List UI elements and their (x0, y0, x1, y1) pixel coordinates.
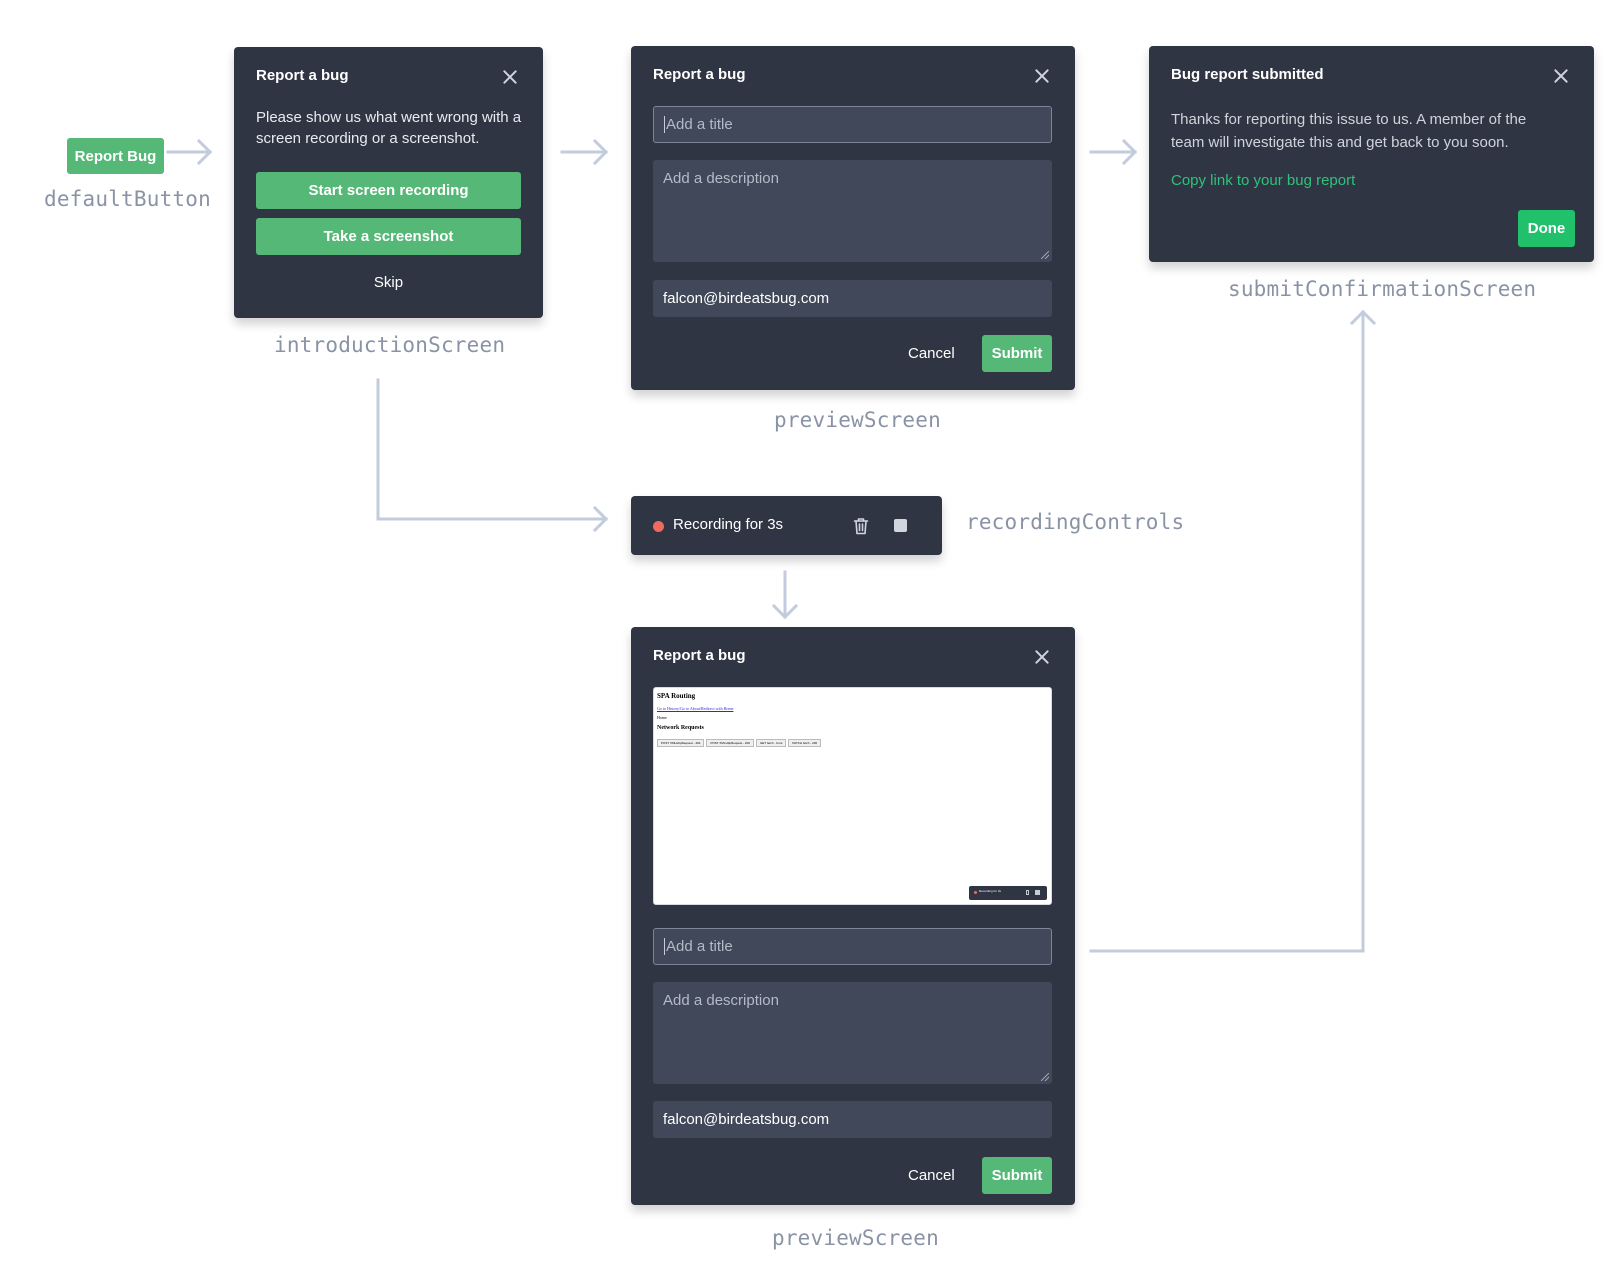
email-value: falcon@birdeatsbug.com (663, 290, 830, 307)
email-field[interactable]: falcon@birdeatsbug.com (653, 280, 1052, 317)
close-icon[interactable] (1553, 68, 1569, 84)
resize-handle-icon[interactable] (1041, 251, 1049, 259)
description-placeholder: Add a description (663, 170, 779, 187)
mini-recording-label: Recording for 3s (979, 889, 1002, 893)
preview-title: Report a bug (653, 647, 746, 664)
submit-button[interactable]: Submit (982, 1157, 1052, 1194)
email-value: falcon@birdeatsbug.com (663, 1111, 830, 1128)
cancel-button[interactable]: Cancel (908, 345, 955, 362)
title-placeholder: Add a title (666, 116, 733, 133)
screenshot-button: POST XMLHttpRequest - 404 (657, 739, 705, 747)
description-textarea[interactable]: Add a description (653, 982, 1052, 1084)
title-placeholder: Add a title (666, 938, 733, 955)
recording-label: Recording for 3s (673, 516, 784, 533)
report-bug-button[interactable]: Report Bug (67, 138, 164, 174)
take-screenshot-button[interactable]: Take a screenshot (256, 218, 521, 255)
recording-dot-icon (653, 521, 664, 532)
submit-confirmation-screen: Bug report submitted Thanks for reportin… (1149, 46, 1594, 262)
resize-handle-icon[interactable] (1041, 1073, 1049, 1081)
confirmation-title: Bug report submitted (1171, 66, 1324, 83)
screenshot-heading-network: Network Requests (657, 725, 704, 731)
recording-controls-caption: recordingControls (966, 510, 1185, 534)
copy-link[interactable]: Copy link to your bug report (1171, 172, 1356, 189)
screenshot-button: GET fetch - Cors (755, 739, 787, 747)
mini-recording-dot-icon (974, 891, 977, 894)
title-input[interactable]: Add a title (653, 928, 1052, 965)
stop-icon[interactable] (894, 519, 907, 532)
preview-screen-bottom: Report a bug SPA Routing Go to History/G… (631, 627, 1075, 1205)
close-icon[interactable] (502, 69, 518, 85)
screenshot-heading-spa: SPA Routing (657, 692, 696, 700)
mini-trash-icon (1026, 890, 1029, 895)
trash-icon[interactable] (853, 517, 869, 535)
screenshot-request-buttons: POST XMLHttpRequest - 404 POST XMLHttpRe… (657, 739, 822, 747)
screenshot-preview: SPA Routing Go to History/Go to About/Re… (653, 687, 1052, 905)
preview-title: Report a bug (653, 66, 746, 83)
screenshot-button: POST XMLHttpRequest - 200 (706, 739, 754, 747)
introduction-screen-caption: introductionScreen (274, 333, 506, 357)
close-icon[interactable] (1034, 68, 1050, 84)
recording-controls: Recording for 3s (631, 496, 942, 555)
screenshot-button: PATCH fetch - 200 (788, 739, 822, 747)
description-placeholder: Add a description (663, 992, 779, 1009)
intro-title: Report a bug (256, 67, 349, 84)
intro-description: Please show us what went wrong with a sc… (256, 109, 522, 147)
screenshot-home-text: Home (657, 715, 667, 720)
cancel-button[interactable]: Cancel (908, 1167, 955, 1184)
confirmation-screen-caption: submitConfirmationScreen (1228, 277, 1537, 301)
mini-stop-icon (1035, 890, 1040, 895)
default-button-caption: defaultButton (44, 187, 211, 211)
email-field[interactable]: falcon@birdeatsbug.com (653, 1101, 1052, 1138)
title-input[interactable]: Add a title (653, 106, 1052, 143)
done-button[interactable]: Done (1518, 210, 1575, 247)
screenshot-mini-recording-controls: Recording for 3s (969, 886, 1047, 900)
preview-screen-caption: previewScreen (772, 1226, 939, 1250)
preview-screen-caption: previewScreen (774, 408, 941, 432)
start-screen-recording-button[interactable]: Start screen recording (256, 172, 521, 209)
confirmation-message: Thanks for reporting this issue to us. A… (1171, 111, 1527, 151)
close-icon[interactable] (1034, 649, 1050, 665)
description-textarea[interactable]: Add a description (653, 160, 1052, 262)
skip-button[interactable]: Skip (373, 274, 404, 291)
screenshot-link: Go to History/Go to About/Redirect with … (657, 706, 734, 711)
preview-screen-top: Report a bug Add a title Add a descripti… (631, 46, 1075, 390)
submit-button[interactable]: Submit (982, 335, 1052, 372)
introduction-screen: Report a bug Please show us what went wr… (234, 47, 543, 318)
